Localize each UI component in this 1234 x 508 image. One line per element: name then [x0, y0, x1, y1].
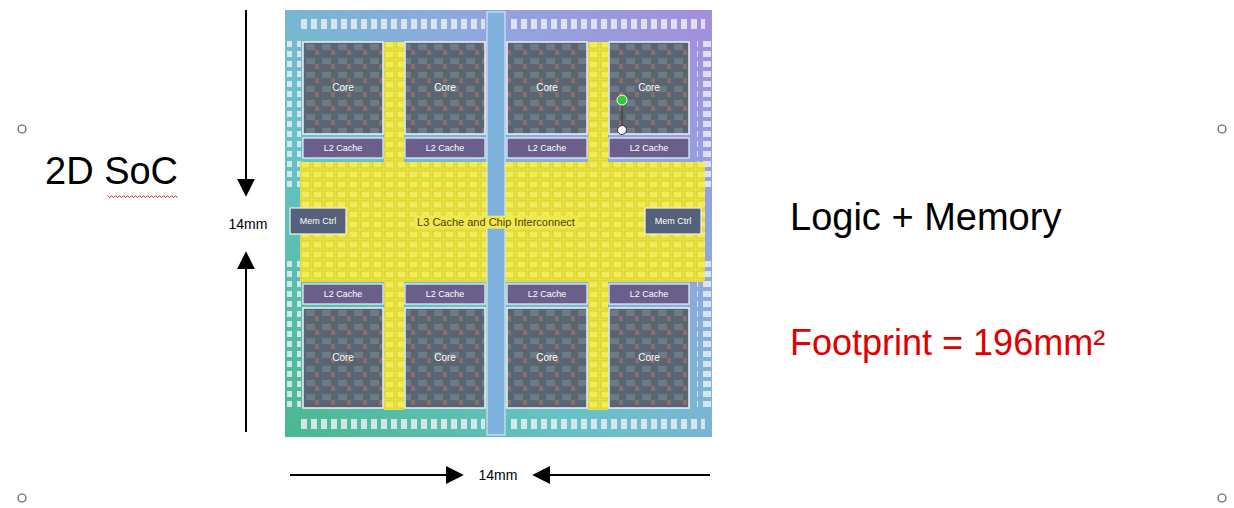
- block-label: Mem Ctrl: [300, 216, 337, 226]
- block-label: Core: [434, 352, 456, 364]
- io-pads: [510, 414, 705, 430]
- block-label: Mem Ctrl: [655, 216, 692, 226]
- block-label: L2 Cache: [426, 289, 465, 299]
- block-label: Core: [536, 352, 558, 364]
- block-label: L2 Cache: [426, 143, 465, 153]
- dimension-arrows: [246, 10, 710, 475]
- rotate-handle: [617, 95, 627, 105]
- io-pads: [300, 414, 485, 430]
- io-pads: [287, 40, 301, 190]
- block-label: L2 Cache: [630, 143, 669, 153]
- slide-text: Logic + Memory: [790, 196, 1061, 240]
- dimension-label: 14mm: [479, 467, 518, 483]
- l2-cache-blocks: [303, 138, 689, 304]
- block-label: L2 Cache: [630, 289, 669, 299]
- footprint-note: Footprint = 196mm²: [790, 322, 1105, 363]
- block-label: Core: [332, 352, 354, 364]
- core-blocks: [303, 42, 689, 408]
- io-pads: [510, 14, 705, 30]
- block-label: L2 Cache: [324, 289, 363, 299]
- block-label: L2 Cache: [528, 143, 567, 153]
- region-label: L3 Cache and Chip Interconnect: [414, 216, 578, 229]
- io-pads: [287, 260, 301, 410]
- block-label: Core: [332, 82, 354, 94]
- selection-handle: [618, 126, 627, 135]
- block-label: L2 Cache: [324, 143, 363, 153]
- block-label: Core: [434, 82, 456, 94]
- io-pads: [300, 14, 485, 30]
- die: [285, 10, 712, 437]
- dimension-label: 14mm: [229, 216, 268, 232]
- block-label: Core: [638, 352, 660, 364]
- selection-handles: [18, 125, 1226, 502]
- spellcheck-underline: [108, 196, 178, 198]
- slide-heading: 2D SoC: [45, 150, 178, 194]
- block-label: L2 Cache: [528, 289, 567, 299]
- block-label: Core: [536, 82, 558, 94]
- mem-ctrl-blocks: [290, 208, 701, 234]
- io-pads: [697, 260, 711, 410]
- block-label: Core: [638, 82, 660, 94]
